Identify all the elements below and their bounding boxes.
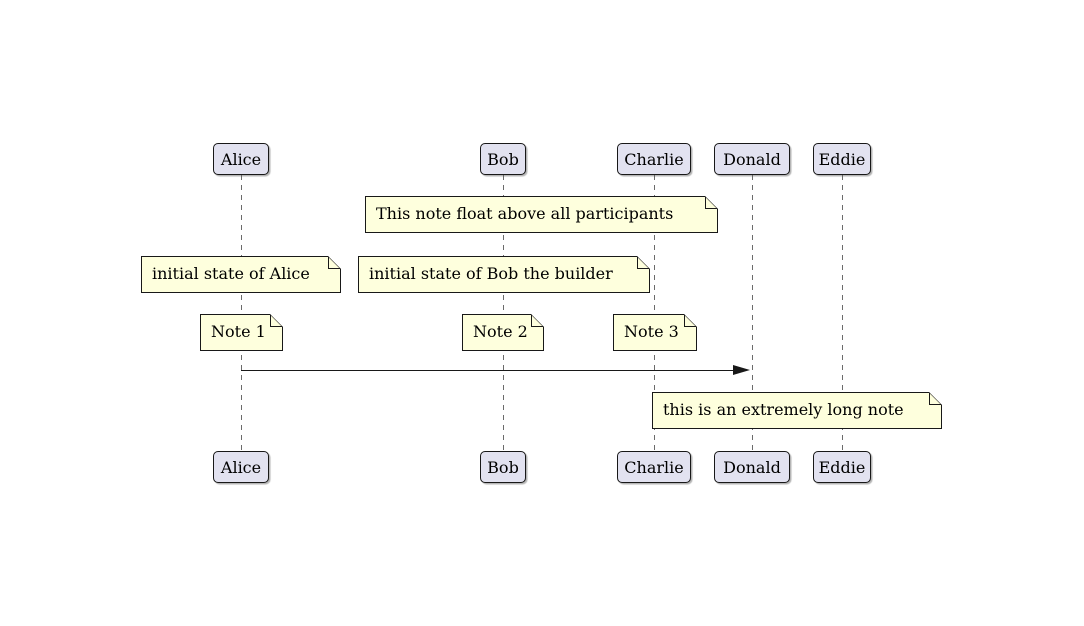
note-2: Note 2 bbox=[462, 314, 544, 351]
participant-alice-bottom: Alice bbox=[213, 451, 269, 483]
lifeline-charlie bbox=[654, 175, 655, 451]
participant-charlie-top: Charlie bbox=[617, 143, 691, 175]
note-fold-icon bbox=[531, 314, 544, 327]
message-line-alice-to-donald bbox=[241, 370, 738, 371]
participant-label: Donald bbox=[723, 149, 781, 169]
participant-label: Alice bbox=[220, 457, 262, 477]
note-fold-icon bbox=[705, 196, 718, 209]
note-fold-icon bbox=[270, 314, 283, 327]
note-float-above-participants: This note float above all participants bbox=[365, 196, 718, 233]
participant-label: Eddie bbox=[818, 149, 866, 169]
note-text: this is an extremely long note bbox=[663, 400, 904, 419]
participant-label: Eddie bbox=[818, 457, 866, 477]
note-extremely-long: this is an extremely long note bbox=[652, 392, 942, 429]
note-fold-icon bbox=[684, 314, 697, 327]
lifeline-eddie bbox=[842, 175, 843, 451]
participant-label: Alice bbox=[220, 149, 262, 169]
note-3: Note 3 bbox=[613, 314, 697, 351]
participant-label: Bob bbox=[487, 149, 519, 169]
lifeline-donald bbox=[752, 175, 753, 451]
note-text: Note 3 bbox=[624, 322, 679, 341]
participant-charlie-bottom: Charlie bbox=[617, 451, 691, 483]
note-fold-icon bbox=[929, 392, 942, 405]
lifeline-bob bbox=[503, 175, 504, 451]
participant-bob-top: Bob bbox=[480, 143, 526, 175]
participant-label: Charlie bbox=[624, 457, 684, 477]
note-text: initial state of Bob the builder bbox=[369, 264, 613, 283]
participant-eddie-top: Eddie bbox=[813, 143, 871, 175]
participant-bob-bottom: Bob bbox=[480, 451, 526, 483]
note-initial-state-alice: initial state of Alice bbox=[141, 256, 341, 293]
participant-label: Donald bbox=[723, 457, 781, 477]
lifeline-alice bbox=[241, 175, 242, 451]
participant-eddie-bottom: Eddie bbox=[813, 451, 871, 483]
note-text: initial state of Alice bbox=[152, 264, 310, 283]
note-initial-state-bob: initial state of Bob the builder bbox=[358, 256, 650, 293]
participant-label: Bob bbox=[487, 457, 519, 477]
note-1: Note 1 bbox=[200, 314, 283, 351]
participant-donald-top: Donald bbox=[714, 143, 790, 175]
arrowhead-icon bbox=[733, 365, 750, 375]
note-fold-icon bbox=[637, 256, 650, 269]
note-text: Note 2 bbox=[473, 322, 528, 341]
participant-alice-top: Alice bbox=[213, 143, 269, 175]
note-text: Note 1 bbox=[211, 322, 266, 341]
participant-donald-bottom: Donald bbox=[714, 451, 790, 483]
participant-label: Charlie bbox=[624, 149, 684, 169]
note-fold-icon bbox=[328, 256, 341, 269]
note-text: This note float above all participants bbox=[376, 204, 674, 223]
